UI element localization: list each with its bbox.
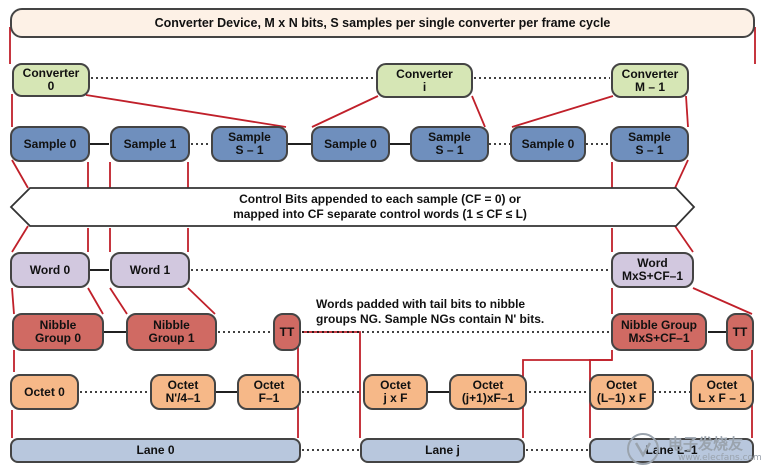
connector-nm-lanel-left — [589, 359, 612, 438]
connector-w1-n1-left — [109, 287, 128, 315]
converter-0: Converter 0 — [12, 63, 90, 97]
lane-l-minus-1: Lane L–1 — [589, 438, 754, 463]
nibble-group-0: Nibble Group 0 — [12, 313, 104, 351]
word-1: Word 1 — [110, 252, 190, 288]
connector-wm-tt-right — [692, 287, 753, 315]
octet-f-minus-1: Octet F–1 — [237, 374, 301, 410]
connector-convm-s6 — [685, 95, 689, 128]
watermark-text: 电子发烧友 — [668, 435, 744, 453]
watermark-url: www.elecfans.com — [678, 453, 762, 463]
connector-ctrl-w0-left — [11, 225, 29, 253]
tail-bits-tt-a: TT — [273, 313, 301, 351]
elecfans-watermark: 电子发烧友 www.elecfans.com — [624, 431, 764, 469]
octet-l-minus-1-x-f: Octet (L–1) x F — [589, 374, 654, 410]
connector-w1-n1-right — [187, 287, 216, 315]
octet-j-plus-1-x-f-minus-1: Octet (j+1)xF–1 — [449, 374, 527, 410]
sample-0-a: Sample 0 — [10, 126, 90, 162]
sample-s-minus-1-b: Sample S – 1 — [410, 126, 489, 162]
watermark-logo-icon — [627, 433, 659, 465]
connector-s6-right-ctrl — [674, 159, 689, 189]
connector-convi-s4 — [471, 95, 486, 128]
sample-1-a: Sample 1 — [110, 126, 190, 162]
dotted-series-lines — [80, 77, 690, 451]
connector-convi-s3 — [311, 95, 379, 128]
words-padding-note: Words padded with tail bits to nibble gr… — [316, 297, 545, 326]
connector-tt-lanej-left — [302, 331, 361, 438]
connector-ctrl-wm-right — [674, 225, 694, 253]
converter-m-minus-1: Converter M – 1 — [611, 63, 689, 98]
connector-w0-n0-left — [11, 287, 15, 315]
octet-l-x-f-minus-1: Octet L x F – 1 — [690, 374, 754, 410]
connector-s0-left-ctrl — [11, 159, 29, 189]
sample-s-minus-1-c: Sample S – 1 — [610, 126, 689, 162]
octet-j-x-f: Octet j x F — [363, 374, 428, 410]
word-0: Word 0 — [10, 252, 90, 288]
control-arrow-shape — [9, 187, 696, 227]
converter-device-box: Converter Device, M x N bits, S samples … — [10, 8, 755, 38]
connector-w0-n0-right — [87, 287, 104, 315]
octet-0: Octet 0 — [10, 374, 79, 410]
connector-convm-s5 — [511, 95, 614, 128]
control-bits-arrow — [9, 187, 696, 227]
connector-conv0-s2 — [85, 94, 287, 128]
tail-bits-tt-b: TT — [726, 313, 754, 351]
converter-i: Converter i — [376, 63, 473, 98]
lane-0: Lane 0 — [10, 438, 301, 463]
lane-j: Lane j — [360, 438, 525, 463]
sample-s-minus-1-a: Sample S – 1 — [211, 126, 288, 162]
nibble-group-mxs-cf-1: Nibble Group MxS+CF–1 — [611, 313, 707, 351]
nibble-group-1: Nibble Group 1 — [126, 313, 217, 351]
sample-0-b: Sample 0 — [311, 126, 390, 162]
red-connectors — [9, 27, 756, 438]
solid-series-lines — [90, 143, 726, 393]
control-bits-text: Control Bits appended to each sample (CF… — [233, 192, 527, 221]
word-mxs-cf-1: Word MxS+CF–1 — [611, 252, 694, 288]
octet-n-over-4-minus-1: Octet N'/4–1 — [150, 374, 216, 410]
sample-0-c: Sample 0 — [510, 126, 586, 162]
